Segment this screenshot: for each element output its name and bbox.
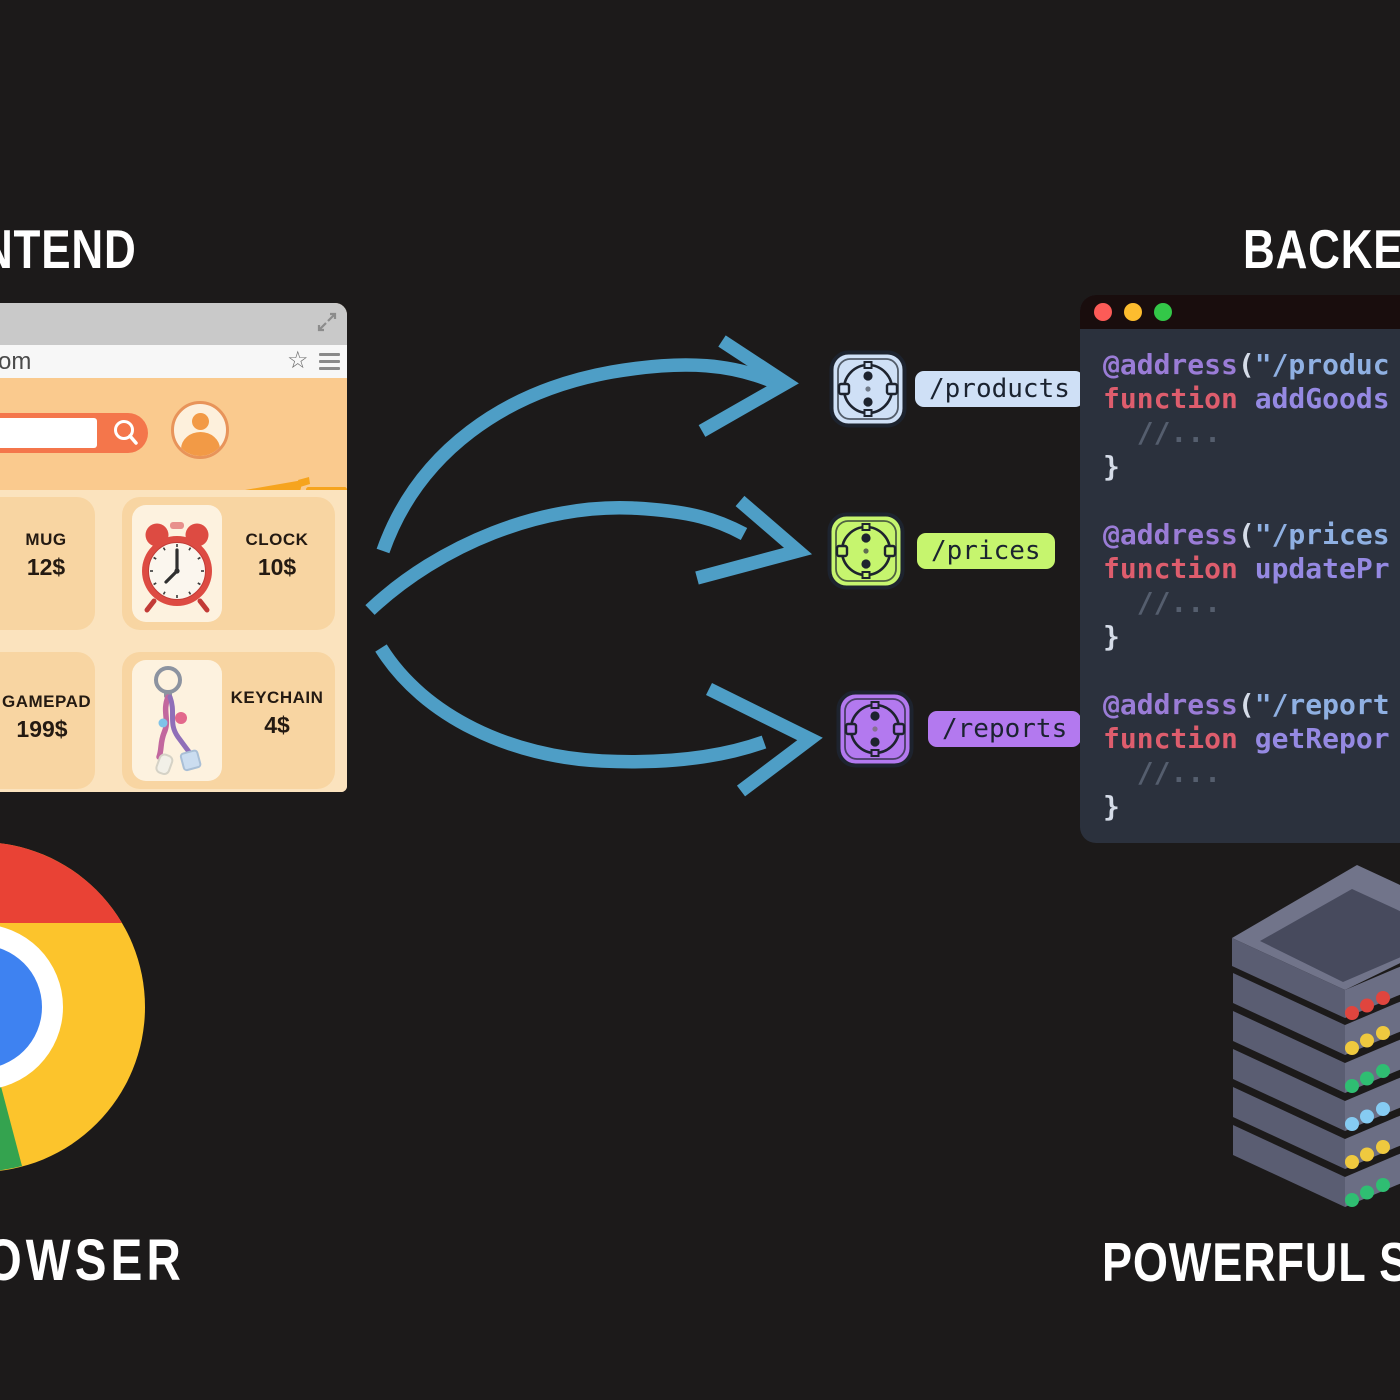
server-led-lights [1345, 991, 1390, 1207]
arrow-to-reports [375, 644, 767, 769]
browser-titlebar [0, 303, 347, 345]
product-price: 10$ [257, 554, 297, 580]
product-card-gamepad: GAMEPAD 199$ [0, 652, 95, 789]
product-card-mug: MUG 12$ [0, 497, 95, 630]
search-icon [114, 420, 138, 445]
chrome-logo-icon [0, 843, 145, 1171]
shop-search-input [0, 418, 97, 448]
backend-title: BACKEND [1243, 218, 1400, 280]
frontend-title: FRONTEND [0, 218, 137, 280]
product-card-keychain: KEYCHAIN 4$ [122, 652, 335, 789]
product-price: 12$ [26, 554, 66, 580]
product-image-keychain [132, 660, 222, 781]
code-editor-titlebar [1080, 295, 1400, 329]
socket-prices-icon [827, 512, 905, 590]
product-price: 199$ [16, 716, 68, 742]
server-rack-icon [1232, 865, 1400, 1207]
endpoint-label-reports: /reports [928, 711, 1082, 747]
shop-product-grid: MUG 12$ [0, 490, 347, 792]
product-card-clock: CLOCK 10$ [122, 497, 335, 630]
product-price: 4$ [264, 712, 290, 738]
product-name: GAMEPAD [2, 692, 92, 711]
product-image-clock [132, 505, 222, 622]
traffic-light-close [1094, 303, 1112, 321]
traffic-light-minimize [1124, 303, 1142, 321]
url-text: om [0, 348, 32, 375]
socket-products-icon [829, 350, 907, 428]
product-name: CLOCK [245, 530, 309, 549]
keychain-icon [154, 666, 202, 776]
expand-icon [317, 312, 337, 332]
shop-header [0, 378, 347, 537]
browser-window: om ☆ [0, 303, 347, 792]
arrow-to-products [376, 358, 777, 554]
hamburger-menu-icon [319, 353, 340, 374]
product-name: KEYCHAIN [230, 688, 324, 707]
user-avatar-icon [171, 401, 229, 459]
alarm-clock-icon [142, 522, 212, 613]
product-name: MUG [25, 530, 67, 549]
arrow-to-prices [365, 500, 748, 615]
arrow-to-products-head [698, 335, 799, 437]
powerful-server-title: POWERFUL SERVER [1102, 1231, 1400, 1293]
arrow-to-prices-head [695, 495, 813, 585]
traffic-light-zoom [1154, 303, 1172, 321]
browser-urlbar: om ☆ [0, 345, 347, 379]
arrow-to-reports-head [706, 682, 823, 797]
bookmark-star-icon: ☆ [287, 347, 309, 374]
browser-title: BROWSER [0, 1228, 185, 1293]
socket-reports-icon [836, 690, 914, 768]
endpoint-label-prices: /prices [917, 533, 1055, 569]
endpoint-label-products: /products [915, 371, 1084, 407]
